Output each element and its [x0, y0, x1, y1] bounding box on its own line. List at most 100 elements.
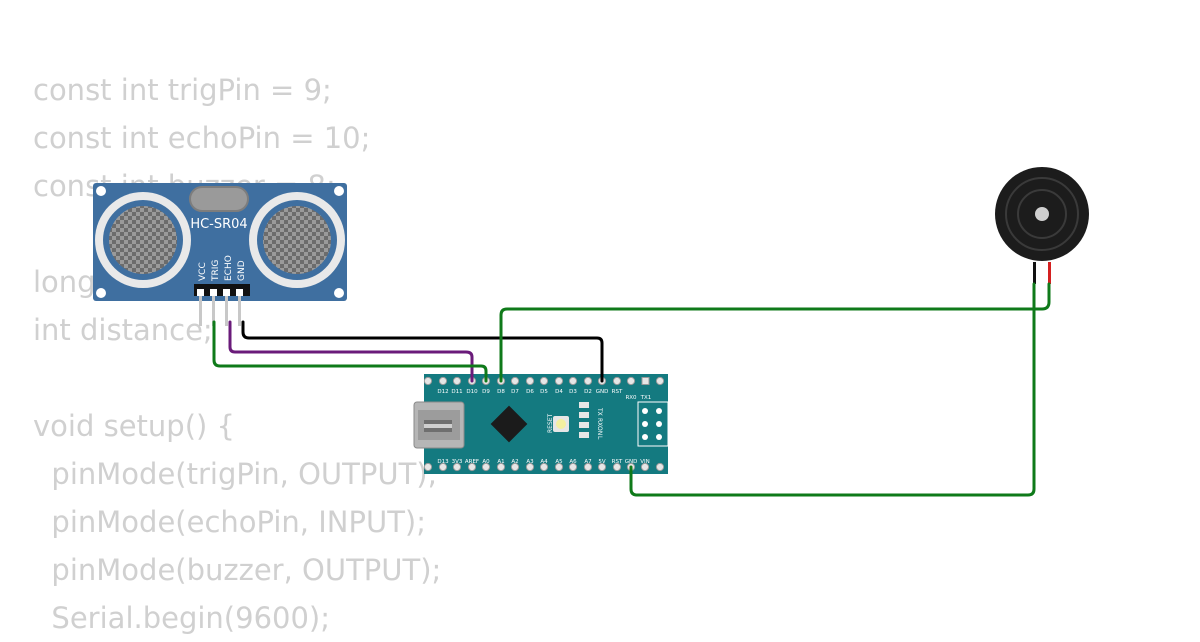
crystal-oscillator — [189, 186, 249, 212]
nano-pin-a7[interactable] — [583, 462, 593, 472]
pin-label: D12 — [437, 389, 448, 395]
nano-pin-a2[interactable] — [510, 462, 520, 472]
nano-pin-a5[interactable] — [554, 462, 564, 472]
mounting-hole — [334, 186, 344, 196]
nano-pin-vin[interactable] — [640, 462, 650, 472]
nano-bottom-pin-labels: D13 3V3 AREF A0 A1 A2 A3 A4 A5 A6 A7 5V … — [437, 459, 649, 465]
nano-pin-d13[interactable] — [438, 462, 448, 472]
reset-label: RESET — [547, 413, 554, 433]
pin-label: 3V3 — [452, 459, 463, 465]
transducer-left — [95, 192, 191, 288]
code-line: int distance; — [33, 313, 213, 347]
pin-label: RST — [612, 459, 623, 465]
wire-sensor-gnd[interactable] — [241, 320, 604, 383]
nano-pin-rst-top[interactable] — [612, 376, 622, 386]
wire-buzzer-positive[interactable] — [499, 282, 1051, 383]
reset-button[interactable] — [553, 416, 569, 432]
sensor-pin-gnd[interactable] — [238, 296, 241, 326]
nano-board — [424, 374, 668, 474]
code-line: void setup() { — [33, 409, 235, 443]
buzzer-lead-negative[interactable] — [1033, 262, 1036, 284]
nano-top-pin-labels: D12 D11 D10 D9 D8 D7 D6 D5 D4 D3 D2 GND … — [437, 389, 651, 401]
mounting-hole — [96, 186, 106, 196]
nano-pin-a3[interactable] — [525, 462, 535, 472]
nano-pin-d2[interactable] — [583, 376, 593, 386]
nano-pin-a4[interactable] — [539, 462, 549, 472]
nano-pin-bottom-edge[interactable] — [423, 462, 433, 472]
led-on — [579, 422, 589, 428]
nano-pin-3v3[interactable] — [452, 462, 462, 472]
pin-label: D5 — [540, 389, 548, 395]
sensor-pin-echo[interactable] — [225, 296, 228, 326]
wire-sensor-trig[interactable] — [212, 320, 488, 383]
pin-label: 5V — [598, 459, 605, 465]
code-line: Serial.begin(9600); — [33, 601, 331, 635]
buzzer-lead-positive[interactable] — [1048, 262, 1051, 284]
nano-pin-rx0[interactable] — [626, 376, 636, 386]
pin-label: D8 — [497, 389, 505, 395]
microcontroller-chip — [490, 405, 528, 443]
pin-label: A7 — [584, 459, 592, 465]
nano-pin-d3[interactable] — [568, 376, 578, 386]
sensor-pin-labels: VCC TRIG ECHO GND — [198, 255, 247, 282]
sensor-pin-label-vcc: VCC — [198, 262, 208, 281]
wire-sensor-echo[interactable] — [228, 320, 474, 383]
pin-label: TX1 — [640, 395, 652, 401]
wire-buzzer-negative[interactable] — [629, 282, 1036, 497]
pin-label: D13 — [437, 459, 449, 465]
nano-pin-5v[interactable] — [597, 462, 607, 472]
pin-label: A6 — [569, 459, 577, 465]
nano-pin-tx1[interactable] — [641, 377, 650, 385]
sensor-header — [194, 284, 250, 296]
pin-label: RX0 — [625, 395, 637, 401]
code-line: pinMode(trigPin, OUTPUT); — [33, 457, 438, 491]
nano-pin-top-extra[interactable] — [655, 376, 665, 386]
nano-pin-d4[interactable] — [554, 376, 564, 386]
pin-label: AREF — [465, 459, 479, 465]
nano-pin-a6[interactable] — [568, 462, 578, 472]
pin-label: A2 — [511, 459, 518, 465]
nano-pin-a0[interactable] — [481, 462, 491, 472]
code-line: const int trigPin = 9; — [33, 73, 332, 107]
transducer-right — [249, 192, 345, 288]
pin-label: A5 — [555, 459, 563, 465]
nano-bottom-pin-row — [423, 462, 665, 472]
nano-pin-d5[interactable] — [539, 376, 549, 386]
pin-label: D2 — [584, 389, 592, 395]
arduino-nano[interactable]: RESET TX RX ON L — [413, 374, 669, 474]
nano-pin-top-d13-side[interactable] — [423, 376, 433, 386]
piezo-buzzer[interactable] — [995, 167, 1089, 284]
sensor-pin-label-echo: ECHO — [224, 255, 234, 281]
sensor-model-label: HC-SR04 — [190, 217, 247, 232]
pin-label: A0 — [482, 459, 490, 465]
nano-pin-d6[interactable] — [525, 376, 535, 386]
pin-label: A1 — [497, 459, 504, 465]
code-line: pinMode(buzzer, OUTPUT); — [33, 553, 442, 587]
nano-pin-a1[interactable] — [496, 462, 506, 472]
pin-label: RST — [612, 389, 623, 395]
wires — [212, 282, 1051, 497]
sensor-pin-vcc[interactable] — [199, 296, 202, 326]
nano-pin-rst-bottom[interactable] — [612, 462, 622, 472]
led-l — [579, 432, 589, 438]
mounting-hole — [96, 288, 106, 298]
nano-pin-d7[interactable] — [510, 376, 520, 386]
usb-connector — [413, 401, 465, 449]
ultrasonic-sensor[interactable]: HC-SR04 VCC TRIG ECHO GND — [93, 183, 347, 326]
pin-label: VIN — [640, 459, 650, 465]
nano-pin-d11[interactable] — [452, 376, 462, 386]
nano-pin-aref[interactable] — [467, 462, 477, 472]
pin-label: D7 — [511, 389, 519, 395]
pin-label: GND — [596, 389, 609, 395]
buzzer-ring — [1005, 177, 1079, 251]
status-leds: TX RX ON L — [579, 402, 603, 440]
pin-label: A3 — [526, 459, 534, 465]
code-line: const int echoPin = 10; — [33, 121, 371, 155]
nano-pin-bottom-extra[interactable] — [655, 462, 665, 472]
nano-pin-d12[interactable] — [438, 376, 448, 386]
led-label-tx: TX — [596, 407, 603, 416]
led-label-on: ON — [596, 426, 603, 435]
pin-label: D9 — [482, 389, 490, 395]
sensor-pin-trig[interactable] — [212, 296, 215, 326]
